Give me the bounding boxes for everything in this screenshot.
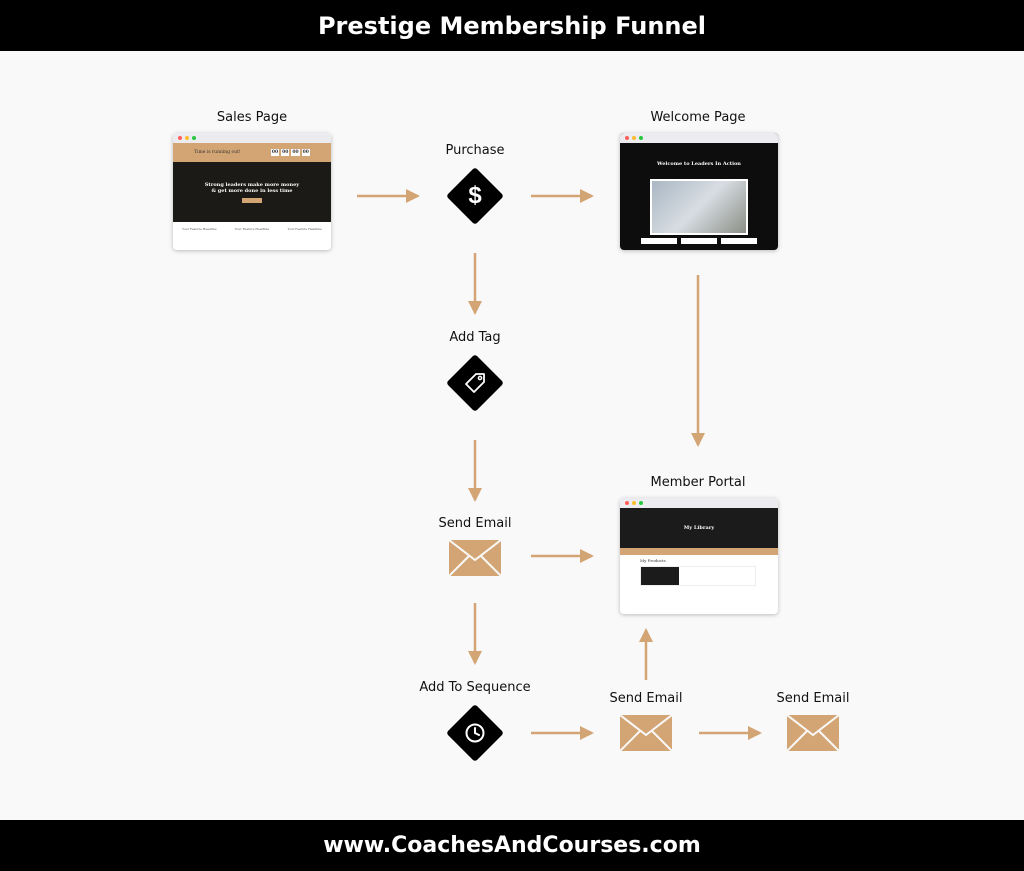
tag-icon [465,373,485,393]
dollar-icon: $ [468,182,482,209]
send-email-label: Send Email [438,516,512,531]
countdown-box: 00 [270,148,280,157]
envelope-icon[interactable] [620,715,672,751]
member-portal-label: Member Portal [650,475,746,490]
feature: Your Feature Headline [182,227,217,231]
member-portal-thumbnail[interactable]: My Library My Products [620,498,778,614]
countdown-banner: Time is running out! 00 00 00 00 [173,143,331,162]
add-to-sequence-label: Add To Sequence [419,680,531,695]
sales-page-label: Sales Page [216,110,288,125]
portal-hero: My Library [620,508,778,548]
clock-icon [465,723,485,743]
video-player[interactable] [650,179,748,235]
section-title: My Products [640,558,666,563]
sales-page-thumbnail[interactable]: Time is running out! 00 00 00 00 Strong … [173,133,331,250]
welcome-page-label: Welcome Page [650,110,746,125]
send-email-label: Send Email [609,691,683,706]
browser-chrome [620,498,778,508]
add-tag-label: Add Tag [449,330,501,345]
hero-section: Strong leaders make more money & get mor… [173,162,331,222]
countdown-box: 00 [291,148,300,157]
welcome-page-thumbnail[interactable]: Welcome to Leaders In Action [620,133,778,250]
countdown-box: 00 [301,148,310,157]
title-bar: Prestige Membership Funnel [0,0,1024,51]
cta-button [242,197,262,203]
banner-text: Time is running out! [194,149,241,155]
browser-chrome [620,133,778,143]
portal-headline: My Library [683,525,715,531]
countdown-box: 00 [281,148,290,157]
feature: Your Feature Headline [287,227,322,231]
purchase-label: Purchase [445,143,505,158]
send-email-label: Send Email [776,691,850,706]
footer-bar: www.CoachesAndCourses.com [0,820,1024,871]
feature: Your Feature Headline [234,227,270,231]
welcome-headline: Welcome to Leaders In Action [657,161,741,167]
hero-headline: Strong leaders make more money & get mor… [204,181,300,194]
product-card[interactable] [640,565,756,586]
envelope-icon[interactable] [449,540,501,576]
envelope-icon[interactable] [787,715,839,751]
page-title: Prestige Membership Funnel [317,11,707,40]
browser-chrome [173,133,331,143]
footer-url[interactable]: www.CoachesAndCourses.com [323,833,701,858]
